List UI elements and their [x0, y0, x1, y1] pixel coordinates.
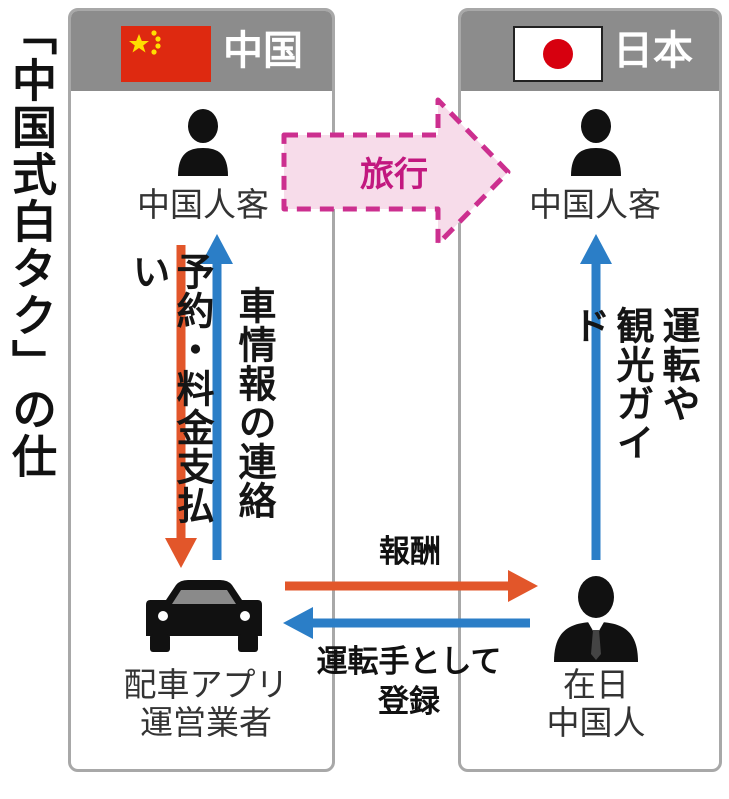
businessman-icon — [554, 576, 638, 662]
booking-label: 予約・料金支払い — [126, 252, 214, 525]
app-operator-label-line1: 配車アプリ — [123, 665, 289, 704]
car-icon — [146, 580, 262, 652]
booking-arrow — [165, 245, 197, 568]
guide-arrow — [580, 234, 612, 560]
japan-customer-label: 中国人客 — [529, 185, 661, 224]
japan-panel-name: 日本 — [613, 28, 693, 74]
car-info-arrow — [201, 234, 233, 560]
china-customer-person-icon — [178, 109, 228, 176]
guide-label: 運転や 観光ガイド — [566, 306, 700, 496]
guide-label-line1: 運転や — [656, 306, 700, 423]
guide-label-line2: 観光ガイド — [566, 306, 654, 462]
travel-label: 旅行 — [360, 155, 428, 195]
reward-label: 報酬 — [379, 534, 441, 570]
car-info-label: 車情報の連絡 — [232, 286, 276, 520]
japan-customer-person-icon — [571, 109, 621, 176]
app-operator-label-line2: 運営業者 — [140, 703, 272, 742]
travel-arrow — [281, 97, 511, 247]
china-customer-label: 中国人客 — [137, 185, 269, 224]
reward-arrow — [285, 570, 538, 602]
china-flag-icon — [121, 26, 211, 82]
china-panel-header: 中国 — [71, 11, 332, 91]
japan-panel-header: 日本 — [461, 11, 719, 91]
register-label: 運転手として 登録 — [294, 642, 524, 722]
register-arrow — [283, 607, 530, 639]
japan-flag-icon — [513, 26, 603, 82]
diagram-title: 「中国式白タク」の仕組み — [0, 10, 57, 480]
china-panel-name: 中国 — [223, 28, 303, 74]
resident-label-line2: 中国人 — [546, 703, 646, 742]
resident-label: 在日 中国人 — [528, 666, 664, 742]
app-operator-label: 配車アプリ 運営業者 — [96, 666, 316, 742]
register-label-line2: 登録 — [378, 684, 440, 720]
resident-label-line1: 在日 — [563, 665, 629, 704]
register-label-line1: 運転手として — [316, 644, 502, 680]
